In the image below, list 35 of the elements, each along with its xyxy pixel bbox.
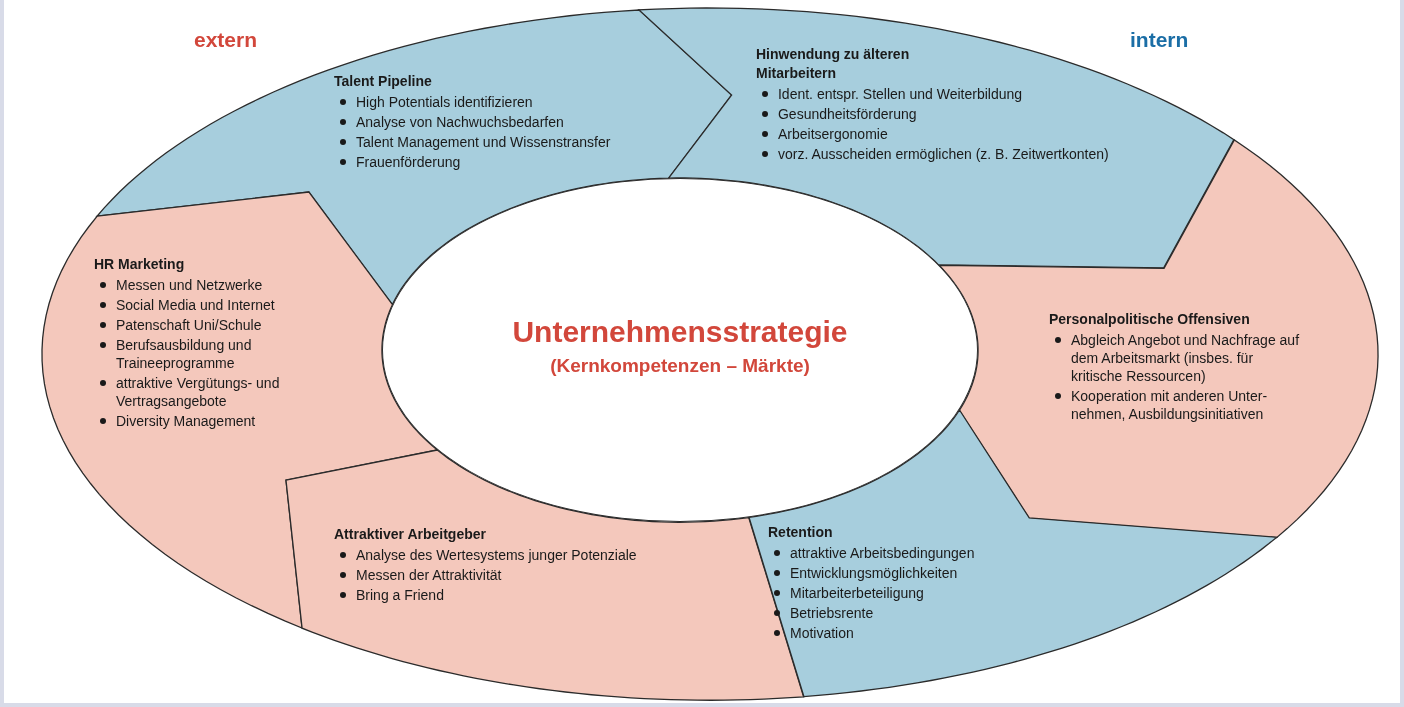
bullet-item: Analyse von Nachwuchsbedarfen — [334, 113, 564, 131]
bullet-item: Analyse des Wertesystems junger Potenziale — [334, 546, 637, 564]
strategy-subtitle: (Kernkompetenzen – Märkte) — [550, 355, 810, 377]
strategy-title: Unternehmensstrategie — [512, 315, 848, 349]
segment-heading: Hinwendung zu älteren Mitarbeitern — [756, 45, 911, 83]
bullet-item: Ident. entspr. Stellen und Weiterbildung — [756, 85, 1023, 103]
segment-heading: HR Marketing — [94, 255, 185, 274]
bullet-item: Kooperation mit anderen Unter- nehmen, Ausbildungsinitiativen — [1049, 387, 1304, 423]
bullet-item: Frauenförderung — [334, 153, 461, 171]
bullet-item: High Potentials identifizieren — [334, 93, 533, 111]
bullet-item: attraktive Arbeitsbedingungen — [768, 544, 975, 562]
bullet-item: Bring a Friend — [334, 586, 444, 604]
bullet-item: Talent Management und Wissenstransfer — [334, 133, 611, 151]
segment-heading: Attraktiver Arbeitgeber — [334, 525, 486, 544]
bullet-item: Arbeitsergonomie — [756, 125, 888, 143]
bullet-item: Social Media und Internet — [94, 296, 275, 314]
side-label: intern — [1130, 28, 1189, 52]
ring-segment — [639, 8, 1235, 268]
bullet-item: vorz. Ausscheiden ermöglichen (z. B. Zeitwertkonten) — [756, 145, 1109, 163]
bullet-item: attraktive Vergütungs- und Vertragsangebote — [94, 374, 329, 410]
bullet-item: Gesundheitsförderung — [756, 105, 917, 123]
bullet-item: Mitarbeiterbeteiligung — [768, 584, 924, 602]
bullet-item: Motivation — [768, 624, 854, 642]
bullet-item: Diversity Management — [94, 412, 256, 430]
bullet-item: Entwicklungsmöglichkeiten — [768, 564, 958, 582]
segment-heading: Retention — [768, 523, 833, 542]
bullet-item: Abgleich Angebot und Nachfrage auf dem Arbeitsmarkt (insbes. für kritische Ressourcen) — [1049, 331, 1304, 385]
ring-segment — [748, 410, 1277, 697]
bullet-item: Messen und Netzwerke — [94, 276, 263, 294]
segment-heading: Personalpolitische Offensiven — [1049, 310, 1250, 329]
side-label: extern — [194, 28, 258, 52]
bullet-item: Patenschaft Uni/Schule — [94, 316, 262, 334]
bullet-item: Betriebsrente — [768, 604, 874, 622]
segment-heading: Talent Pipeline — [334, 72, 432, 91]
bullet-item: Messen der Attraktivität — [334, 566, 502, 584]
